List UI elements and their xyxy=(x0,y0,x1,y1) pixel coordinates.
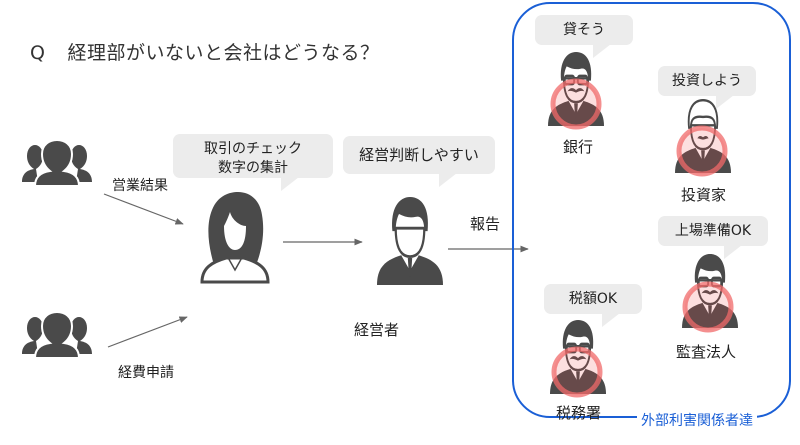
auditor-speech-bubble: 上場準備OK xyxy=(658,216,768,259)
report-label: 報告 xyxy=(470,215,501,233)
executive-label: 経営者 xyxy=(354,321,400,339)
flow-label-sales: 営業結果 xyxy=(112,178,168,194)
accountant-speech-bubble: 取引のチェック 数字の集計 xyxy=(173,134,333,191)
bubble-tail xyxy=(281,177,299,191)
bubble-text: 貸そう xyxy=(563,22,605,38)
flow-label-expense: 経費申請 xyxy=(118,365,174,381)
tax-office-label: 税務署 xyxy=(556,404,602,422)
businessman-icon xyxy=(375,195,445,287)
prohibition-circle-icon xyxy=(682,281,734,333)
arrow-expense-to-accountant xyxy=(107,316,188,348)
prohibition-circle-icon xyxy=(676,125,728,177)
prohibition-circle-icon xyxy=(550,78,602,130)
prohibition-circle-icon xyxy=(551,346,603,398)
bubble-line-2: 数字の集計 xyxy=(218,160,288,176)
tax-office-speech-bubble: 税額OK xyxy=(544,284,642,327)
bubble-tail xyxy=(724,245,742,259)
investor-label: 投資家 xyxy=(681,186,727,204)
bank-speech-bubble: 貸そう xyxy=(535,15,633,58)
auditor-label: 監査法人 xyxy=(676,343,737,361)
bubble-line-1: 取引のチェック xyxy=(204,141,302,157)
bubble-text: 投資しよう xyxy=(672,73,742,89)
bubble-text: 税額OK xyxy=(568,291,618,307)
bubble-tail xyxy=(439,173,457,187)
page-title: Q 経理部がいないと会社はどうなる？ xyxy=(30,38,379,65)
arrow-sales-to-accountant xyxy=(103,193,184,225)
bank-label: 銀行 xyxy=(563,138,594,156)
bubble-tail xyxy=(593,44,611,58)
question-prefix: Q xyxy=(30,42,46,64)
woman-icon xyxy=(200,192,270,284)
bubble-text: 経営判断しやすい xyxy=(359,146,479,164)
bubble-tail xyxy=(716,95,734,109)
bubble-tail xyxy=(602,313,620,327)
bubble-text: 上場準備OK xyxy=(674,223,752,239)
investor-speech-bubble: 投資しよう xyxy=(658,66,756,109)
executive-speech-bubble: 経営判断しやすい xyxy=(343,136,495,187)
stakeholders-group-label: 外部利害関係者達 xyxy=(637,410,757,430)
question-text: 経理部がいないと会社はどうなる？ xyxy=(67,42,380,64)
